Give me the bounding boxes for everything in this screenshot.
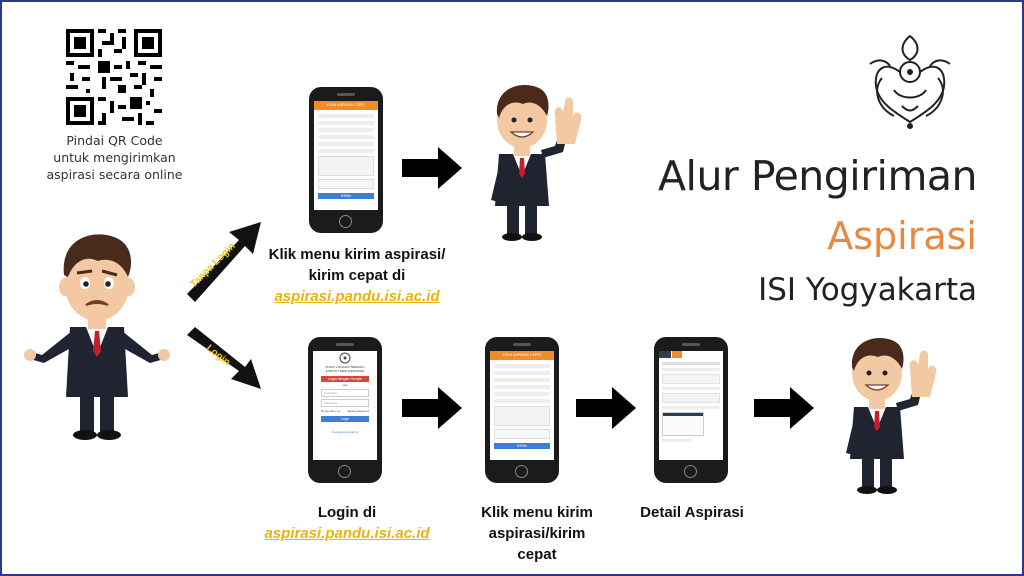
isi-emblem-logo (869, 34, 951, 129)
phone-speaker (513, 343, 531, 346)
phone-screen: KIRIM ASPIRASI CEPAT KIRIM (490, 351, 554, 460)
bottom-step1-caption: Login di aspirasi.pandu.isi.ac.id (242, 502, 452, 544)
login-username-input[interactable]: Username (321, 389, 369, 397)
branch-arrow-up (187, 222, 261, 302)
phone-speaker (337, 93, 355, 96)
bottom-step3-caption: Detail Aspirasi (640, 504, 744, 521)
title-line-2: Aspirasi (827, 214, 977, 258)
qr-caption-line: Pindai QR Code (66, 133, 163, 148)
phone-aspiration-detail[interactable] (654, 337, 728, 483)
confused-man-illustration (24, 234, 170, 440)
bottom-step2-caption: Klik menu kirim aspirasi/kirim cepat (457, 502, 617, 565)
login-or-text: atau (342, 383, 348, 387)
caption-line: Login di (317, 504, 377, 521)
caption-line: Klik menu kirim aspirasi/ (268, 246, 446, 263)
aspirasi-link[interactable]: aspirasi.pandu.isi.ac.id (264, 525, 430, 542)
qr-caption-line: aspirasi secara online (46, 167, 183, 182)
login-logo-icon (339, 352, 351, 364)
caption-line: Klik menu kirim (481, 504, 593, 521)
phone-home-button (515, 465, 528, 478)
caption-line: aspirasi/kirim (488, 525, 586, 542)
login-submit-button[interactable]: Login (321, 416, 369, 422)
login-password-input[interactable]: Password (321, 399, 369, 407)
branch-arrow-down (187, 327, 261, 389)
flow-arrow-top (402, 147, 462, 189)
phone-login-screen[interactable]: PUSAT LAYANAN TERPADU INSTITUT SENI INDO… (308, 337, 382, 483)
form-header: KIRIM ASPIRASI CEPAT (490, 351, 554, 360)
form-submit-button[interactable]: KIRIM (318, 193, 374, 199)
flow-arrow-bottom-3 (754, 387, 814, 429)
login-org-line1: PUSAT LAYANAN TERPADU (325, 365, 365, 369)
flow-arrow-bottom-2 (576, 387, 636, 429)
top-flow-caption: Klik menu kirim aspirasi/ kirim cepat di… (242, 244, 472, 307)
title-line-1: Alur Pengiriman (658, 152, 978, 200)
caption-line: cepat (517, 546, 557, 563)
login-remember-checkbox[interactable]: Remember me (321, 409, 341, 413)
happy-man-waving-illustration (491, 85, 582, 241)
phone-home-button (684, 465, 697, 478)
login-back-link[interactable]: Ke aspirasi.isi.ac.id (332, 430, 358, 434)
happy-man-waving-illustration (846, 338, 937, 494)
qr-caption: Pindai QR Code untuk mengirimkan aspiras… (32, 132, 197, 183)
form-header: KIRIM ASPIRASI CEPAT (314, 101, 378, 110)
caption-line: kirim cepat di (308, 267, 406, 284)
phone-screen: PUSAT LAYANAN TERPADU INSTITUT SENI INDO… (313, 351, 377, 460)
phone-aspiration-form[interactable]: KIRIM ASPIRASI CEPAT KIRIM (309, 87, 383, 233)
phone-speaker (336, 343, 354, 346)
form-submit-button[interactable]: KIRIM (494, 443, 550, 449)
phone-screen (659, 351, 723, 460)
login-org-line2: INSTITUT SENI INDONESIA (325, 369, 365, 373)
phone-speaker (682, 343, 700, 346)
qr-caption-line: untuk mengirimkan (53, 150, 176, 165)
title-line-3: ISI Yogyakarta (758, 272, 977, 308)
phone-screen: KIRIM ASPIRASI CEPAT KIRIM (314, 101, 378, 210)
aspirasi-link[interactable]: aspirasi.pandu.isi.ac.id (274, 288, 440, 305)
phone-home-button (338, 465, 351, 478)
login-google-button[interactable]: Login dengan Google (321, 376, 369, 382)
qr-code[interactable] (66, 29, 162, 125)
phone-home-button (339, 215, 352, 228)
flow-arrow-bottom-1 (402, 387, 462, 429)
login-forgot-link[interactable]: Reset password (347, 409, 369, 413)
phone-aspiration-form-2[interactable]: KIRIM ASPIRASI CEPAT KIRIM (485, 337, 559, 483)
